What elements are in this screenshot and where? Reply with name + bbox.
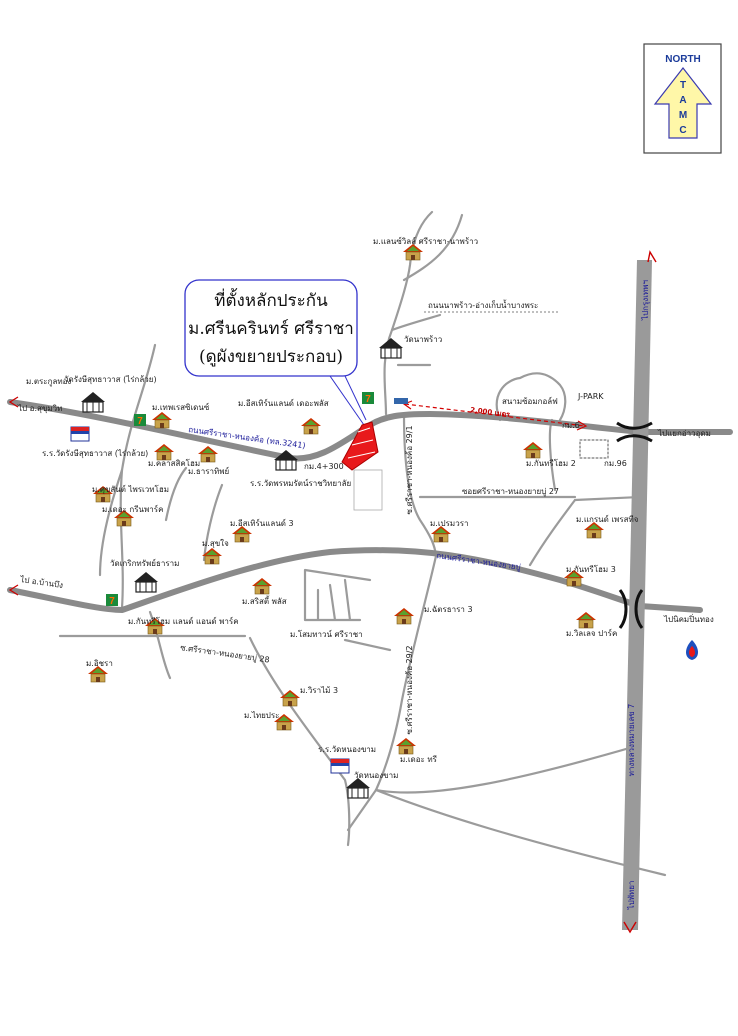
soi28-label: ซ.ศรีราชา-หนองยายบู่ 28 xyxy=(180,643,271,665)
house-icon xyxy=(151,411,173,429)
place-km6: กม.6 xyxy=(562,421,580,430)
place-km4: กม.4+300 xyxy=(304,462,344,471)
house-icon xyxy=(279,689,301,707)
place-the-green: ม.เดอะ กรีนพาร์ค xyxy=(102,504,163,514)
bank-icon xyxy=(394,398,408,404)
seven-eleven-icon xyxy=(362,392,374,405)
location-callout: ที่ตั้งหลักประกัน ม.ศรีนครินทร์ ศรีราชา … xyxy=(184,279,367,426)
place-km96: กม.96 xyxy=(604,459,627,468)
north-letter-2: A xyxy=(679,95,686,106)
place-school-nongkham: ร.ร.วัดหนองขาม xyxy=(318,745,376,754)
house-icon xyxy=(393,607,415,625)
naprao-road-label: ถนนนาพร้าว-อ่างเก็บน้ำบางพระ xyxy=(428,299,538,310)
minor-roads xyxy=(58,210,667,877)
callout-line-3: (ดูผังขยายประกอบ) xyxy=(199,347,343,367)
place-tera: ม.ตระกูลทอง xyxy=(26,377,71,387)
to-sukhumvit-label: ไป อ.สุขุมวิท xyxy=(17,404,62,413)
temple-icon xyxy=(378,337,404,359)
temple-icon xyxy=(80,391,106,413)
interchange-south xyxy=(618,589,644,629)
interchange-north xyxy=(616,421,653,443)
place-chatrakul: ม.ฉัตรธารา 3 xyxy=(424,605,473,614)
north-compass: NORTH T A M C xyxy=(643,43,722,154)
place-easternland: ม.อีสเทิร์นแลนด์ เดอะพลัส xyxy=(238,398,329,408)
house-icon xyxy=(153,443,175,461)
place-thaiprasert: ม.ไทยประ xyxy=(244,711,279,720)
house-icon xyxy=(575,611,597,629)
place-ichara: ม.อิชรา xyxy=(86,659,113,668)
highway-7-label: ทางหลวงหมายเลข 7 xyxy=(627,704,636,777)
to-bangkok-label: ไปกรุงเทพฯ xyxy=(641,280,650,321)
house-icon xyxy=(402,243,424,261)
place-kanthi-land: ม.กันทรีโฮม แลนด์ แอนด์ พาร์ค xyxy=(128,616,239,626)
seven-eleven-icon xyxy=(134,414,146,427)
house-icon xyxy=(395,737,417,755)
callout-line-2: ม.ศรีนครินทร์ ศรีราชา xyxy=(188,319,354,339)
place-school-phrom: ร.ร.วัดพรหมรัตน์ราชวิทยาลัย xyxy=(250,478,351,488)
north-letter-1: T xyxy=(680,80,686,91)
house-icon xyxy=(87,665,109,683)
place-jpark: J-PARK xyxy=(577,392,604,401)
house-icon xyxy=(430,525,452,543)
place-kanthi2: ม.กันทรีโฮม 2 xyxy=(526,458,576,468)
to-pattaya-label: ไปพัทยา xyxy=(627,881,636,911)
house-icon xyxy=(583,521,605,539)
house-icon xyxy=(231,525,253,543)
north-letter-4: C xyxy=(679,125,686,136)
place-somtawan: ม.โสมทาวน์ ศรีราชา xyxy=(290,629,363,639)
house-icon xyxy=(251,577,273,595)
place-suksan: ม.ศุขสันต์ ไพรเวทโฮม xyxy=(92,484,169,494)
callout-line-1: ที่ตั้งหลักประกัน xyxy=(214,288,328,311)
soi27-label: ซอยศรีราชา-หนองยายบู่ 27 xyxy=(462,487,559,497)
place-suvarn: ม.สุขใจ xyxy=(202,539,229,548)
temple-icon xyxy=(133,571,159,593)
place-golf: สนามซ้อมกอล์ฟ xyxy=(502,396,558,406)
place-kanthi3: ม.กันทรีโฮม 3 xyxy=(566,564,616,574)
north-letter-3: M xyxy=(679,110,687,121)
direction-arrows xyxy=(8,396,19,596)
place-wat-rai-kluai: วัดรังษีสุทธาวาส (ไร่กล้วย) xyxy=(64,375,157,384)
place-saritdi: ม.สริสตี้ พลัส xyxy=(242,595,287,606)
place-wat-nongkham: วัดหนองขาม xyxy=(354,771,398,780)
place-wat-kiri: วัดเกริกทรัพย์ธาราม xyxy=(110,558,179,568)
place-prema: ม.เปรมวรา xyxy=(430,519,468,528)
school-icon xyxy=(70,426,90,442)
north-arrow-icon xyxy=(653,67,713,139)
vertical-road-1-label: ซ.ศรีราชา-หนองค้อ 29/1 xyxy=(405,425,414,514)
house-icon xyxy=(522,441,544,459)
to-nikom-label: ไปนิคมปิ่นทอง xyxy=(663,613,714,624)
place-the-tree: ม.เดอะ ทรี xyxy=(400,755,438,764)
place-wat-naprao: วัดนาพร้าว xyxy=(404,335,442,344)
to-sriracha-label: ไปแยกอ่าวอุดม xyxy=(657,429,711,438)
target-property-marker xyxy=(341,421,383,511)
gas-station-icon xyxy=(686,640,698,660)
seven-eleven-icon xyxy=(106,594,118,607)
place-school-rai-kluai: ร.ร.วัดรังษีสุทธาวาส (ไร่กล้วย) xyxy=(42,449,148,458)
place-villa-park: ม.วิลเลจ ปาร์ค xyxy=(566,628,617,638)
place-wiwa3: ม.วิราไม้ 3 xyxy=(300,686,338,695)
place-classic-home: ม.คลาสสิคโฮม xyxy=(148,458,200,468)
school-icon xyxy=(330,758,350,774)
place-grand-prestige: ม.แกรนด์ เพรสทีจ xyxy=(576,514,639,524)
temple-icon xyxy=(345,777,371,799)
house-icon xyxy=(197,445,219,463)
place-tarathip: ม.ธาราทิพย์ xyxy=(188,466,229,476)
to-chonburi-label: ไป อ.บ้านบึง xyxy=(19,575,64,590)
secondary-road-label: ถนนศรีราชา-หนองยายบู่ xyxy=(436,551,522,573)
place-landsville: ม.แลนซ์วิลล์ ศรีราชา-นาพร้าว xyxy=(373,236,478,246)
place-theptara: ม.เทพเรสซิเดนซ์ xyxy=(152,402,210,412)
house-icon xyxy=(300,417,322,435)
place-eastern-land3: ม.อีสเทิร์นแลนด์ 3 xyxy=(230,518,294,528)
north-label: NORTH xyxy=(665,54,701,65)
vertical-road-2-label: ซ.ศรีราชา-หนองค้อ 29/2 xyxy=(405,645,414,734)
